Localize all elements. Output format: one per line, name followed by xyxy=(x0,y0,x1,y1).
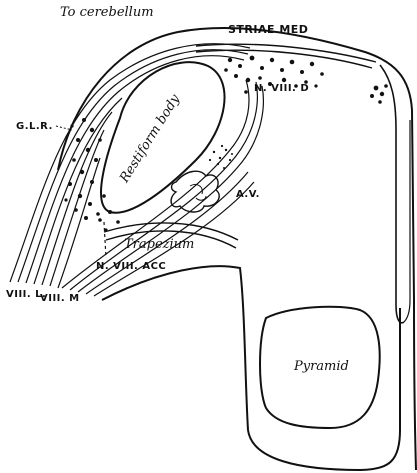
label-trapezium: Trapezium xyxy=(124,238,194,251)
label-av: A.V. xyxy=(236,190,260,200)
right-rim xyxy=(380,65,404,323)
right-rim-2 xyxy=(404,120,410,322)
label-n-viii-d: N. VIII. D xyxy=(254,84,309,94)
label-striae-med: STRIAE MED xyxy=(228,24,308,35)
outer-outline xyxy=(58,28,416,470)
acc-leader xyxy=(104,222,106,258)
label-glr: G.L.R. xyxy=(16,122,53,132)
av-stipple xyxy=(209,145,233,169)
label-viii-m: VIII. M xyxy=(40,294,80,304)
label-to-cerebellum: To cerebellum xyxy=(60,6,154,19)
av-inner xyxy=(190,184,206,200)
label-pyramid: Pyramid xyxy=(294,360,349,373)
restiform-body-outline xyxy=(101,62,225,213)
label-n-viii-acc: N. VIII. ACC xyxy=(96,262,166,272)
